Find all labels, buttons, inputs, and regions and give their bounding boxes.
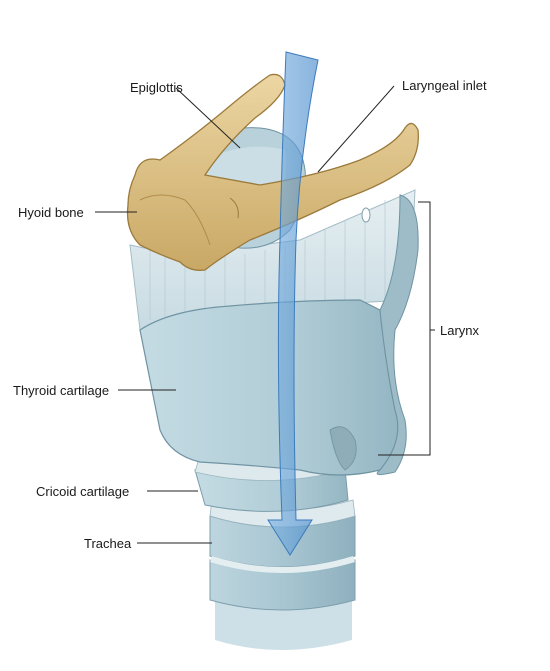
larynx-bracket (378, 201, 431, 456)
label-hyoid-bone: Hyoid bone (18, 205, 84, 220)
leader-laryngeal-inlet (317, 85, 395, 173)
thyroid-structure (139, 194, 419, 476)
hyoid-structure (126, 73, 419, 271)
label-larynx: Larynx (440, 323, 480, 338)
leader-lines (95, 85, 435, 544)
label-laryngeal-inlet: Laryngeal inlet (402, 78, 487, 93)
label-trachea: Trachea (84, 536, 132, 551)
label-epiglottis: Epiglottis (130, 80, 183, 95)
label-thyroid-cartilage: Thyroid cartilage (13, 383, 110, 398)
label-cricoid-cartilage: Cricoid cartilage (36, 484, 130, 499)
airflow-arrow (267, 51, 319, 556)
leader-epiglottis (175, 87, 241, 149)
